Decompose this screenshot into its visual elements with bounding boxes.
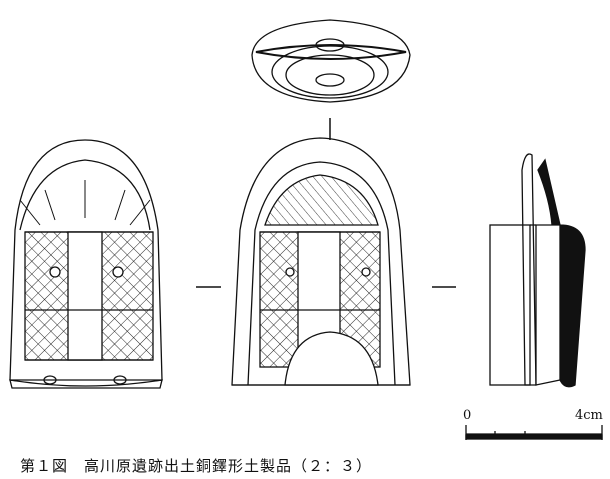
- front-view-drawing: [9, 139, 163, 389]
- scale-end-label: 4cm: [575, 408, 603, 423]
- scale-bar: [465, 425, 603, 440]
- back-view-drawing: [231, 137, 411, 386]
- figure-caption: 第１図 高川原遺跡出土銅鐸形土製品（２：３）: [20, 457, 373, 475]
- scale-start-label: 0: [463, 408, 472, 423]
- top-view-drawing: [251, 19, 411, 140]
- side-view-drawing: [489, 153, 586, 388]
